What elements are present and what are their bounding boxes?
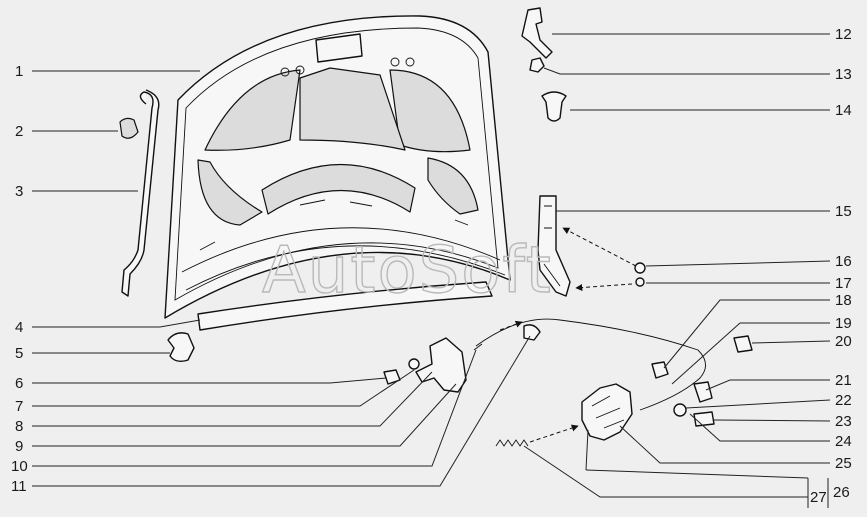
callout-26: 26 [833,484,850,501]
callout-24: 24 [835,433,852,450]
striker-nut [529,57,545,73]
prop-rod-holder [119,117,139,139]
callout-13: 13 [835,66,852,83]
cable-bracket [415,337,467,393]
hinge-washer [635,277,645,287]
callout-17: 17 [835,275,852,292]
callout-25: 25 [835,455,852,472]
callout-3: 3 [15,183,23,200]
callout-4: 4 [15,319,23,336]
callout-1: 1 [15,63,23,80]
hood-lock-striker [521,7,553,59]
callout-14: 14 [835,102,852,119]
callout-23: 23 [835,413,852,430]
leader-lines [32,33,831,508]
callout-9: 9 [15,438,23,455]
hood-seal [197,281,493,331]
callout-18: 18 [835,292,852,309]
callout-20: 20 [835,333,852,350]
callout-8: 8 [15,418,23,435]
callout-2: 2 [15,123,23,140]
callout-10: 10 [11,458,28,475]
callout-21: 21 [835,372,852,389]
lock-spring [495,439,529,447]
watermark-text: AutoSoft [262,234,553,308]
hood-hinge [537,195,571,297]
hood-prop-rod [121,89,160,297]
callout-15: 15 [835,203,852,220]
hood-bump-stop [541,91,567,122]
hinge-nut [634,262,646,274]
callout-16: 16 [835,253,852,270]
seal-clip [167,332,195,363]
callout-11: 11 [11,478,27,495]
callout-19: 19 [835,315,852,332]
hood-lock [581,383,633,441]
hood-panel [164,15,511,319]
callout-12: 12 [835,26,852,43]
callout-7: 7 [15,398,23,415]
callout-6: 6 [15,375,23,392]
callout-5: 5 [15,345,23,362]
callout-22: 22 [835,392,852,409]
callout-27: 27 [810,489,827,506]
